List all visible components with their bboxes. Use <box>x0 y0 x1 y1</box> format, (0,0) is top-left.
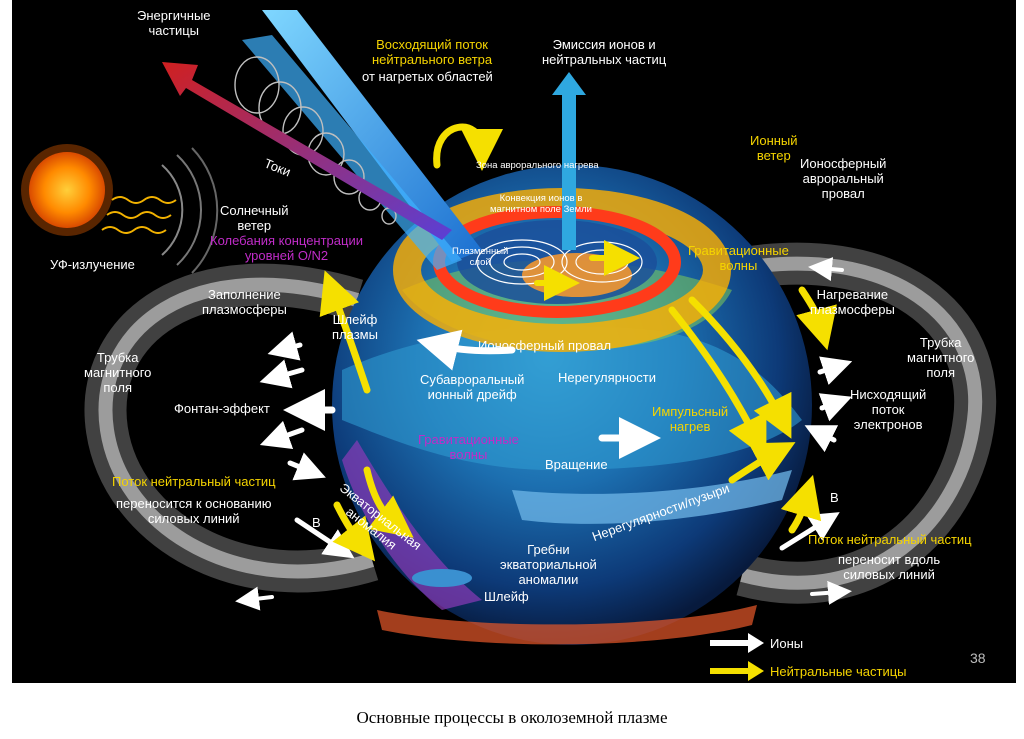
label-energetic-particles: Энергичные частицы <box>137 8 211 38</box>
label-ion-wind: Ионный ветер <box>750 133 798 163</box>
label-ion-convection: Конвекция ионов в магнитном поле Земли <box>490 193 592 215</box>
label-concentration-oscillations: Колебания концентрации уровней O/N2 <box>210 233 363 263</box>
label-magnetic-tube-right: Трубка магнитного поля <box>907 335 975 380</box>
diagram-panel: Энергичные частицы Восходящий поток нейт… <box>12 0 1016 683</box>
label-rotation: Вращение <box>545 457 608 472</box>
label-rising-flow: Восходящий поток нейтрального ветра <box>372 37 493 67</box>
label-emission: Эмиссия ионов и нейтральных частиц <box>542 37 667 67</box>
label-crests: Гребни экваториальной аномалии <box>500 542 597 587</box>
legend-neutrals-arrow <box>710 661 764 681</box>
label-solar-wind: Солнечный ветер <box>220 203 289 233</box>
figure-caption: Основные процессы в околоземной плазме <box>356 708 668 727</box>
label-b-right: B <box>830 490 839 505</box>
label-rising-flow-sub: от нагретых областей <box>362 69 493 84</box>
diagram-graphics <box>21 10 997 681</box>
label-plasma-layer: Плазменный слой <box>452 246 509 268</box>
currents-arrow <box>162 62 452 240</box>
magnetic-tube-right <box>728 242 997 604</box>
label-gravity-waves-mid: Гравитационные волны <box>418 432 519 462</box>
label-b-left: B <box>312 515 321 530</box>
label-neutral-flow-right-sub: переносит вдоль силовых линий <box>838 552 941 582</box>
label-auroral-trough: Ионосферный авроральный провал <box>800 156 887 201</box>
label-uv-radiation: УФ-излучение <box>50 257 135 272</box>
legend-ions-label: Ионы <box>770 636 804 651</box>
page-number: 38 <box>970 650 986 666</box>
label-impulse-heating: Импульсный нагрев <box>652 404 729 434</box>
legend-neutrals-label: Нейтральные частицы <box>770 664 907 679</box>
emission-arrow <box>552 72 586 250</box>
label-auroral-heating-zone: Зона аврорального нагрева <box>476 160 599 171</box>
label-gravity-waves-top: Гравитационные волны <box>688 243 789 273</box>
legend-ions-arrow <box>710 633 764 653</box>
label-neutral-flow-right: Поток нейтральный частиц <box>808 532 972 547</box>
label-fountain-effect: Фонтан-эффект <box>174 401 270 416</box>
label-neutral-flow-left-sub: переносится к основанию силовых линий <box>116 496 272 526</box>
label-plasma-plume: Шлейф плазмы <box>332 312 378 342</box>
label-plasmasphere-heating: Нагревание плазмосферы <box>810 287 895 317</box>
sun <box>21 144 219 274</box>
label-descending-electrons: Нисходящий поток электронов <box>850 387 927 432</box>
label-neutral-flow-left: Поток нейтральный частиц <box>112 474 276 489</box>
label-plasmasphere-filling: Заполнение плазмосферы <box>202 287 287 317</box>
ion-arrows <box>235 257 853 611</box>
magnetic-tube-left <box>84 263 379 593</box>
label-irregularities: Нерегулярности <box>558 370 657 385</box>
label-plume: Шлейф <box>484 589 529 604</box>
label-subauroral-drift: Субавроральный ионный дрейф <box>420 372 525 402</box>
label-magnetic-tube-left: Трубка магнитного поля <box>84 350 152 395</box>
neutral-arrows <box>319 123 837 562</box>
label-ionospheric-trough: Ионосферный провал <box>478 338 612 353</box>
